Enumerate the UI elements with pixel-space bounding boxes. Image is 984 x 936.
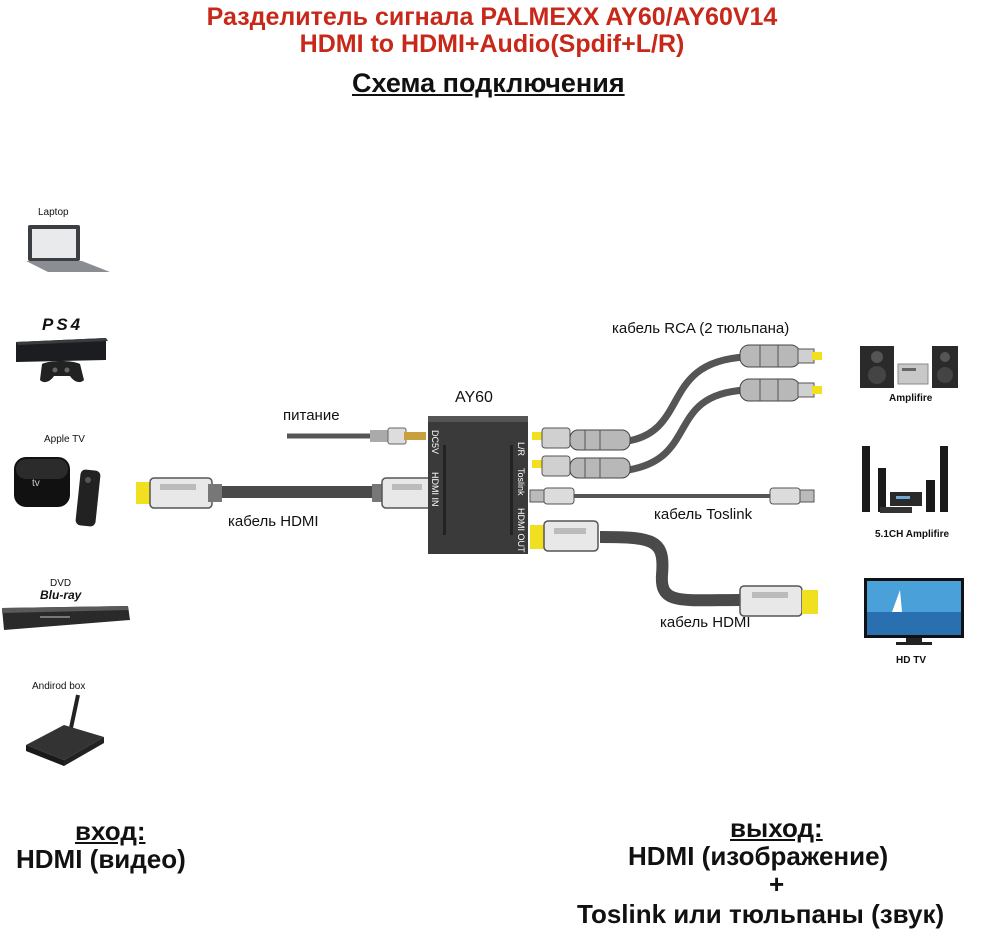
ay60-label: AY60 <box>455 389 493 406</box>
title-line-2: HDMI to HDMI+Audio(Spdif+L/R) <box>299 30 685 58</box>
toslink-plug-far-icon <box>769 487 815 505</box>
rca-cable-bottom <box>627 386 746 474</box>
dvd-player-icon <box>2 606 130 630</box>
plus-sign: + <box>769 869 785 899</box>
apple-tv-label: Apple TV <box>44 434 85 445</box>
title-line-1: Разделитель сигнала PALMEXX AY60/AY60V14 <box>206 3 778 31</box>
bluray-logo: Blu-ray <box>40 588 82 602</box>
hdmi-plug-left-icon <box>136 477 222 509</box>
svg-text:tv: tv <box>32 478 40 489</box>
tv-label: HD TV <box>896 655 926 666</box>
port-toslink-label: Toslink <box>516 468 526 496</box>
amplifier-label: Amplifire <box>889 393 933 404</box>
output-value: HDMI (изображение) <box>628 841 889 871</box>
rca-cable-top <box>627 353 746 445</box>
input-value: HDMI (видео) <box>16 844 186 874</box>
apple-tv-icon: tv <box>14 457 101 527</box>
ps4-label: PS4 <box>42 315 84 334</box>
power-plug-icon <box>370 427 426 445</box>
rca-plug-device-bottom-icon <box>532 455 631 479</box>
rca-plug-far-top-icon <box>739 344 822 368</box>
output-heading: выход: <box>730 813 823 843</box>
amplifier-icon <box>860 346 958 388</box>
laptop-label: Laptop <box>38 207 69 218</box>
port-hdmi-out-label: HDMI OUT <box>516 508 526 553</box>
dvd-label: DVD <box>50 578 72 589</box>
power-cable-label: питание <box>283 407 340 424</box>
hdmi-out-plug-device-icon <box>530 520 599 552</box>
android-box-icon <box>26 694 104 766</box>
output-audio: Toslink или тюльпаны (звук) <box>577 899 945 929</box>
rca-cable-label: кабель RCA (2 тюльпана) <box>612 320 790 337</box>
toslink-plug-device-icon <box>529 487 575 505</box>
scheme-title: Схема подключения <box>352 68 625 98</box>
hdmi-in-cable-label: кабель HDMI <box>228 513 319 530</box>
input-heading: вход: <box>75 816 146 846</box>
hdmi-out-cable-label: кабель HDMI <box>660 614 751 631</box>
hdmi-out-plug-far-icon <box>739 585 818 617</box>
ay60-splitter-device <box>428 416 528 554</box>
surround-label: 5.1CH Amplifire <box>875 529 950 540</box>
ps4-icon <box>16 338 108 383</box>
toslink-cable-label: кабель Toslink <box>654 506 753 523</box>
rca-plug-device-top-icon <box>532 427 631 451</box>
hdmi-out-cable <box>599 531 743 607</box>
port-dc5v-label: DC5V <box>430 430 440 455</box>
hd-tv-icon <box>864 578 964 645</box>
android-box-label: Andirod box <box>32 681 86 692</box>
laptop-icon <box>26 225 110 272</box>
surround-system-icon <box>862 446 948 513</box>
rca-plug-far-bottom-icon <box>739 378 822 402</box>
port-hdmi-in-label: HDMI IN <box>430 472 440 507</box>
port-lr-label: L/R <box>516 442 526 457</box>
